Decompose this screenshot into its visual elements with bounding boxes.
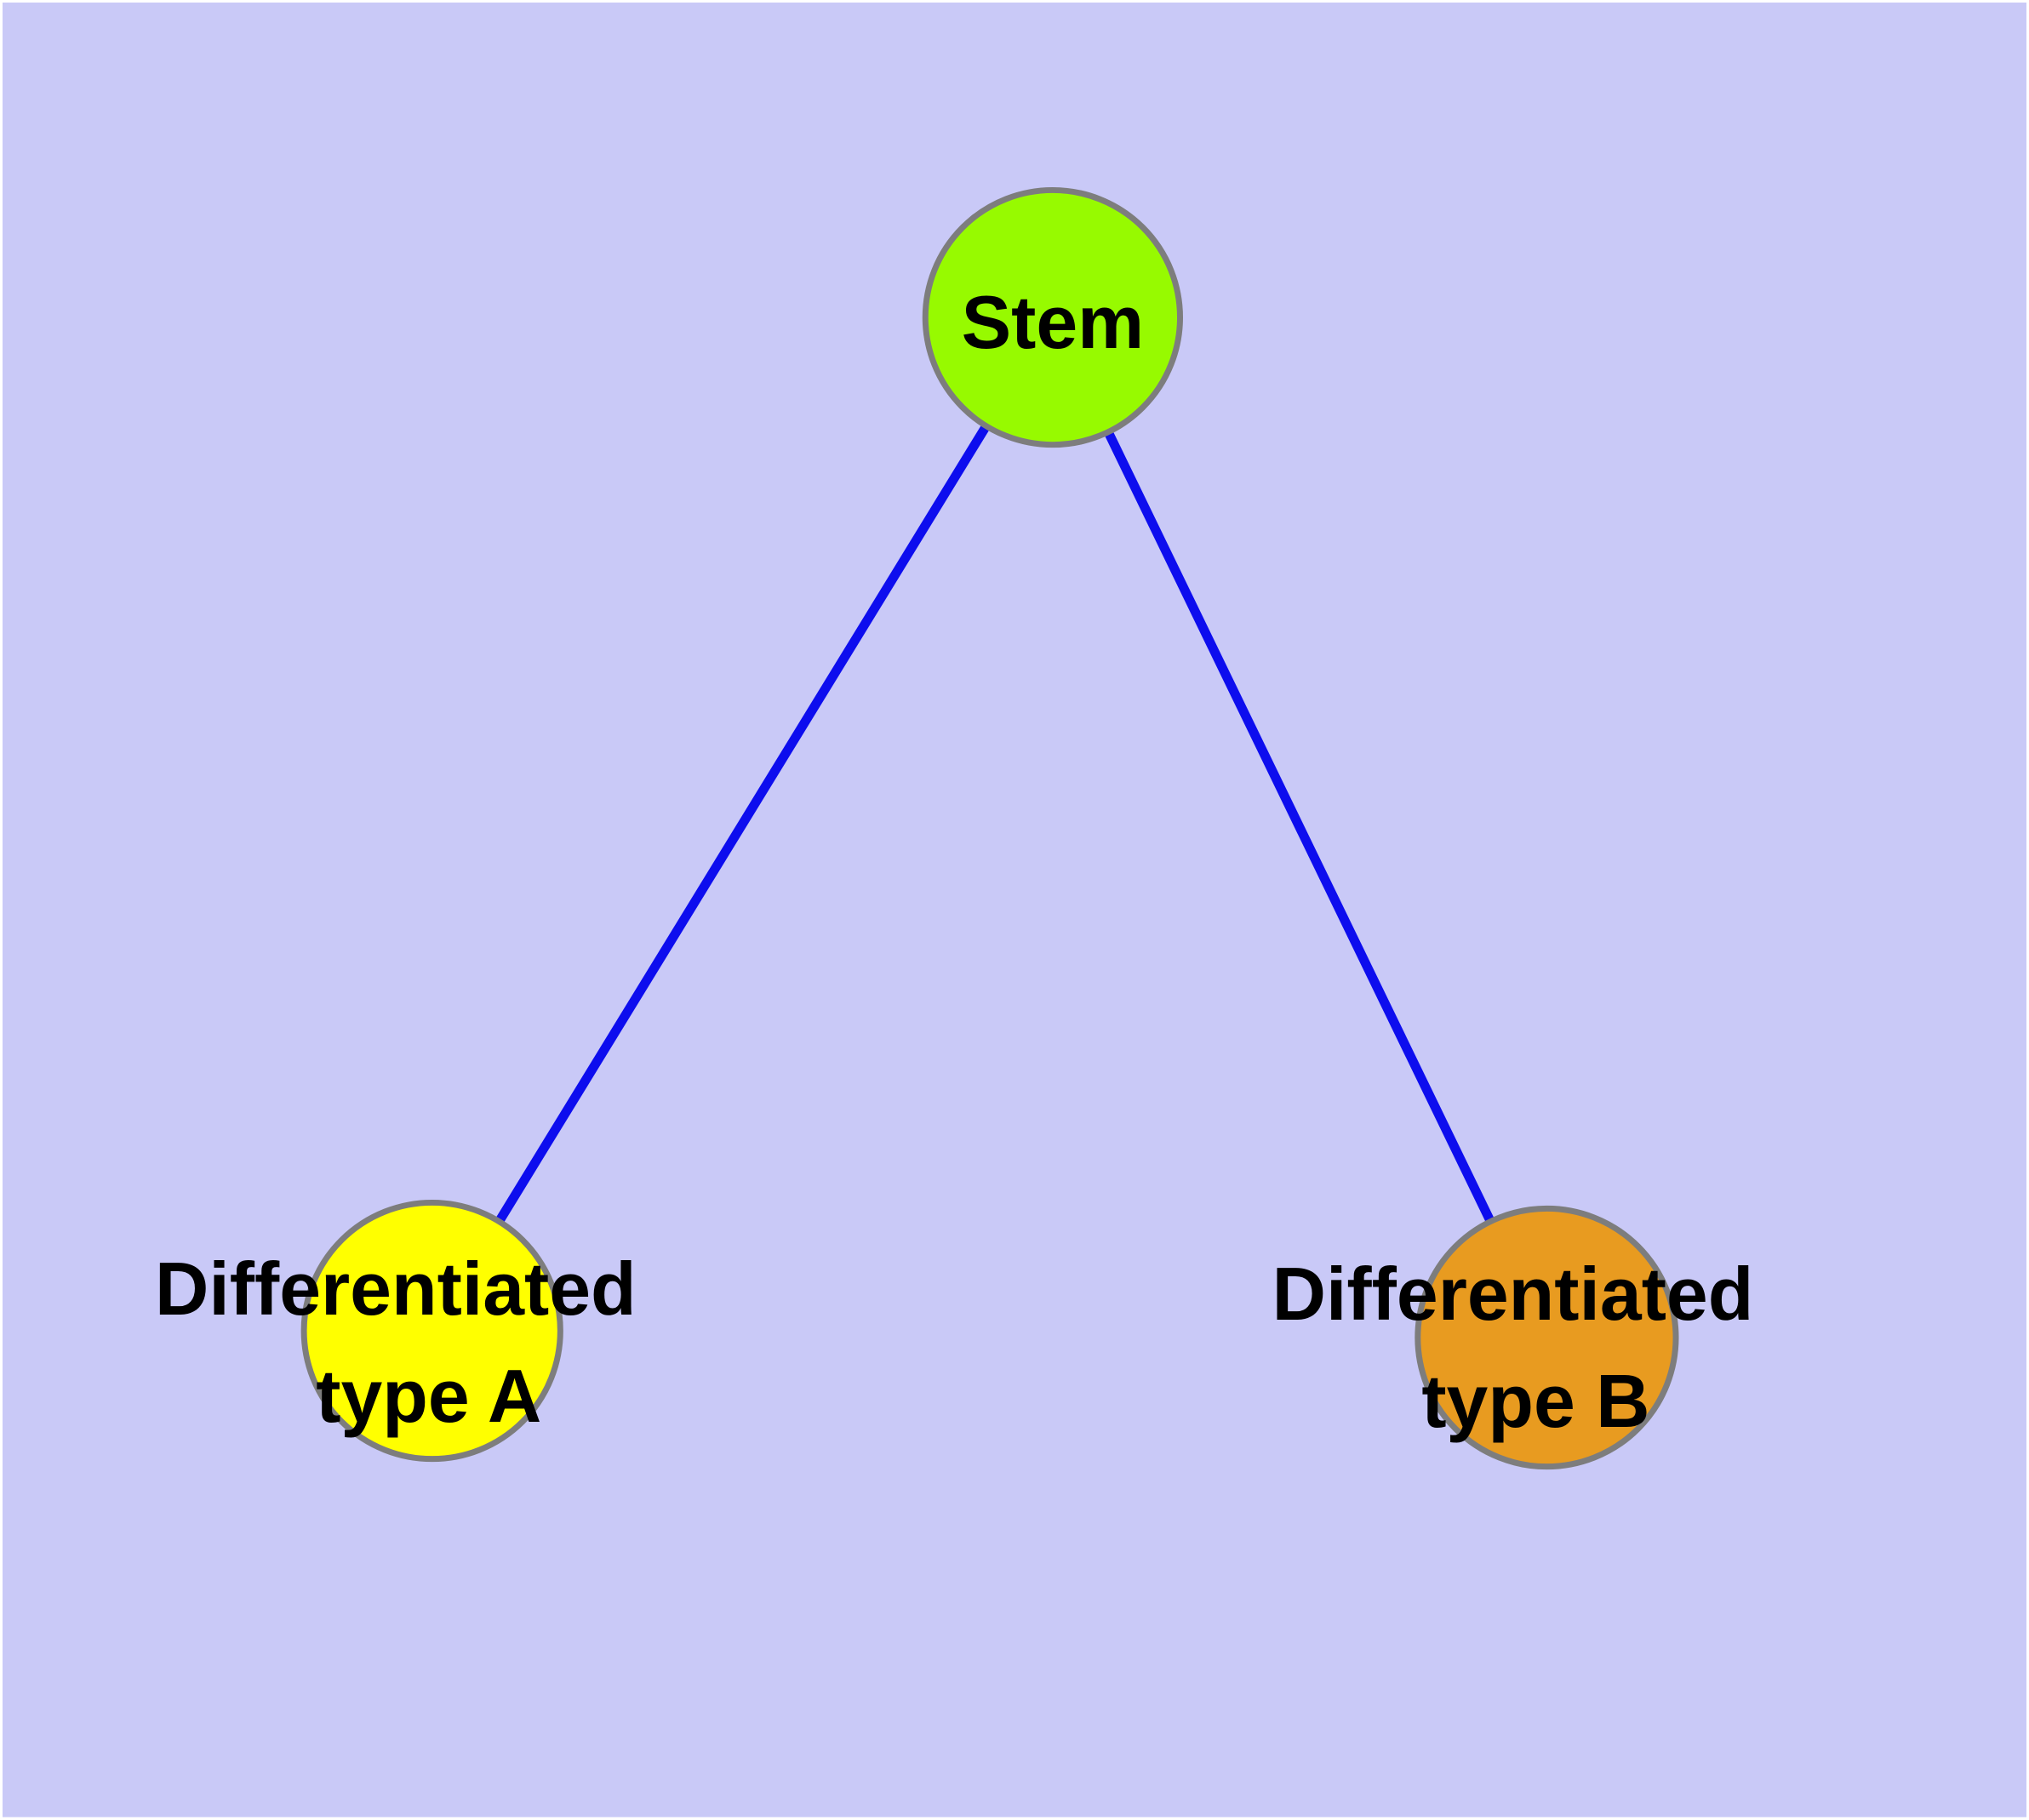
stem-node-circle	[922, 186, 1183, 448]
type-a-node-circle	[300, 1199, 563, 1463]
type-a-label-line1: Differentiated	[155, 1247, 637, 1331]
type-b-label-line2: type B	[1421, 1360, 1649, 1443]
edges-layer	[428, 315, 1552, 1340]
type-b-node-circle	[1415, 1205, 1679, 1470]
edge-stem-to-type-a	[428, 315, 1057, 1333]
type-b-label-line1: Differentiated	[1272, 1252, 1754, 1336]
graph-diagram: Stem Differentiated type A Differentiate…	[3, 3, 2026, 1817]
nodes-layer	[300, 186, 1679, 1470]
edge-stem-to-type-b	[1048, 315, 1552, 1340]
type-a-label-line2: type A	[316, 1355, 541, 1438]
labels-layer: Stem Differentiated type A Differentiate…	[155, 281, 1753, 1443]
stem-node-label: Stem	[962, 281, 1145, 364]
